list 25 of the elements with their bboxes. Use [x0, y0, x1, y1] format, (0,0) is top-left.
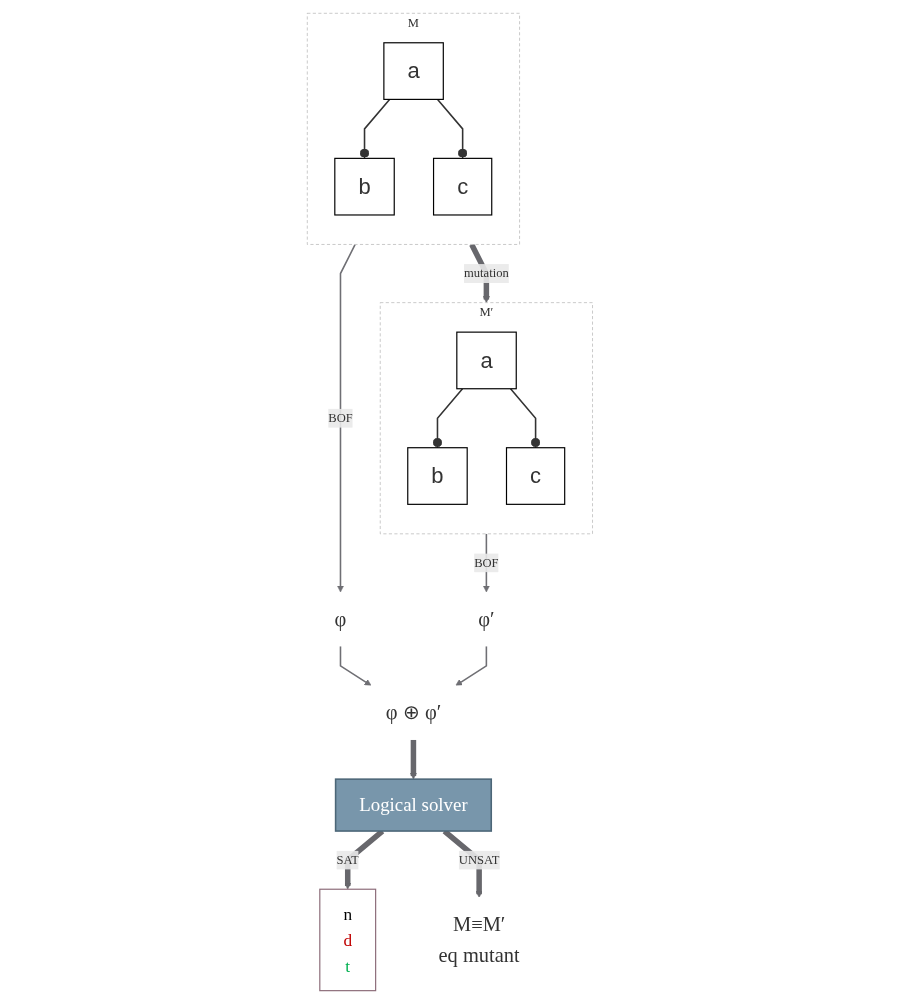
connector: [436, 98, 468, 160]
connector: [432, 387, 464, 449]
edge-label: mutation: [464, 266, 509, 280]
node-box: c: [433, 157, 493, 216]
node-box: a: [456, 331, 517, 390]
node-box: b: [334, 157, 395, 216]
arrow: [455, 645, 488, 686]
arrow: [337, 243, 357, 593]
node-text: φ ⊕ φ′: [385, 701, 442, 725]
node-box: Logical solver: [334, 778, 493, 832]
node-box: b: [407, 447, 468, 505]
node-box: a: [383, 42, 444, 100]
node-text: φ: [334, 607, 347, 631]
edge-label: BOF: [328, 411, 353, 425]
connector: [359, 98, 391, 160]
edge-label: SAT: [336, 853, 359, 867]
arrow: [339, 645, 372, 686]
node-box: n d t: [319, 888, 377, 992]
edge-label: UNSAT: [458, 853, 500, 867]
edge-label: BOF: [474, 555, 499, 570]
node-text: M≡M′ eq mutant: [438, 913, 520, 967]
node-text: φ′: [478, 607, 495, 631]
node-box: c: [506, 447, 566, 505]
arrow: [410, 739, 417, 780]
connector: [509, 387, 541, 449]
